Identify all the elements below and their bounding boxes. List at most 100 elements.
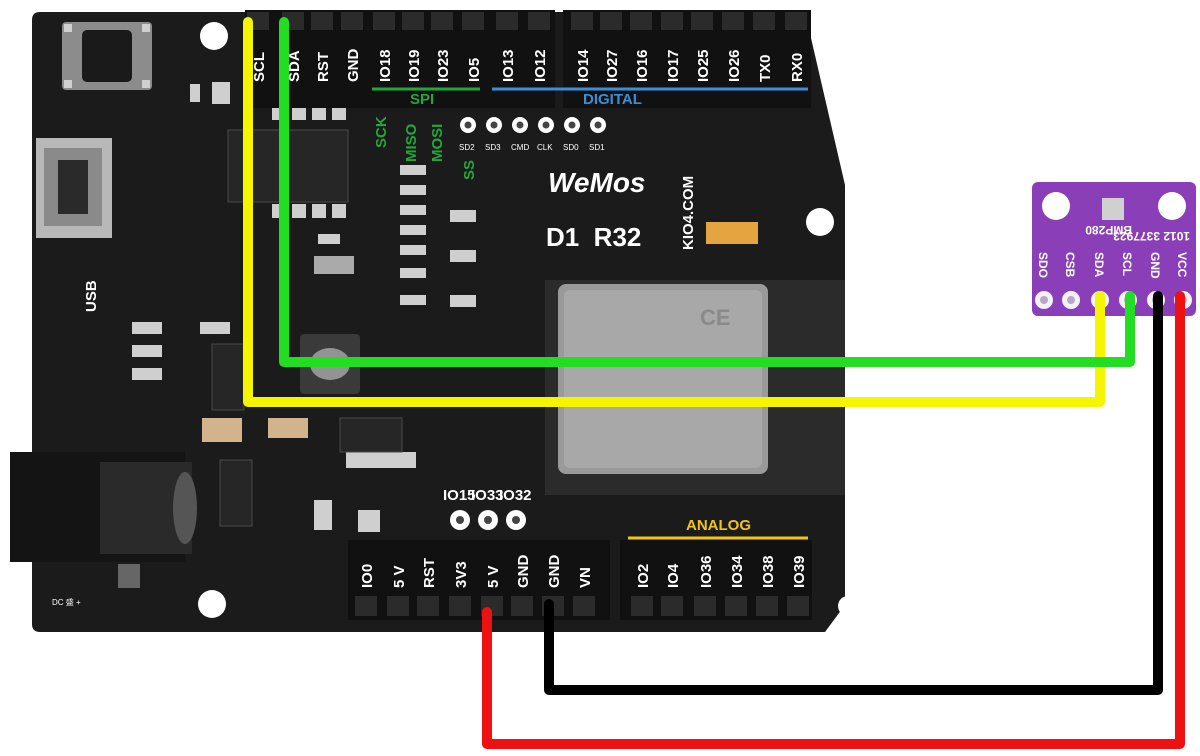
flash-pin-label: SD0 [563, 143, 579, 152]
usb-connector [36, 138, 112, 238]
bottom-pin-label: IO2 [635, 564, 652, 588]
smd-components [132, 82, 758, 532]
bottom-pin-label: GND [515, 555, 532, 589]
header-socket [373, 12, 395, 30]
website-label: KIO4.COM [680, 176, 697, 250]
header-socket [785, 12, 807, 30]
ss-label: SS [461, 160, 478, 180]
top-pin-label: IO16 [634, 49, 651, 82]
wire-black-gnd [544, 291, 1163, 695]
bottom-pin-label: GND [546, 555, 563, 589]
header-socket [630, 12, 652, 30]
mount-hole [838, 596, 858, 616]
digital-label: DIGITAL [583, 91, 642, 108]
extra-pin-hole [512, 516, 520, 524]
svg-text:CE: CE [700, 305, 731, 330]
top-pin-label: IO25 [695, 49, 712, 82]
top-pin-label: IO18 [377, 49, 394, 82]
header-socket [600, 12, 622, 30]
mount-hole [200, 22, 228, 50]
flash-pins: SD2 SD3 CMD CLK SD0 SD1 [459, 117, 606, 152]
header-socket [417, 596, 439, 616]
bmp280-pcb [1032, 182, 1196, 316]
header-socket [661, 12, 683, 30]
header-socket [341, 12, 363, 30]
extra-pin-label: IO32 [499, 487, 532, 504]
wire-green-sda-scl [279, 17, 1135, 367]
bottom-pin-label: RST [421, 558, 438, 588]
header-socket [631, 596, 653, 616]
header-socket [756, 596, 778, 616]
header-socket [511, 596, 533, 616]
extra-pin-label: IO33 [471, 487, 504, 504]
top-pin-label: RX0 [789, 53, 806, 82]
flash-pad-hole [568, 121, 576, 129]
header-socket [402, 12, 424, 30]
bottom-pin-label: VN [577, 567, 594, 588]
wires [243, 17, 1185, 749]
top-pin-label: IO14 [575, 49, 592, 82]
bottom-pin-label: IO39 [791, 555, 808, 588]
bottom-pin-label: IO0 [359, 564, 376, 588]
flash-pin-label: CLK [537, 143, 553, 152]
header-socket [571, 12, 593, 30]
bmp280-chip [1102, 198, 1124, 220]
bottom-pin-label: 3V3 [453, 561, 470, 588]
bmp280-name: BMP280 [1085, 223, 1132, 237]
wemos-logo: WeMos [548, 167, 646, 198]
header-socket [355, 596, 377, 616]
top-pin-label: SDA [286, 50, 303, 82]
bottom-pin-label: IO38 [760, 555, 777, 588]
header-socket [496, 12, 518, 30]
flash-pin-label: SD1 [589, 143, 605, 152]
bottom-pin-label: IO34 [729, 555, 746, 588]
board-model: D1 R32 [546, 222, 641, 252]
header-socket [528, 12, 550, 30]
sensor-pin-label: VCC [1175, 252, 1189, 278]
flash-pin-label: SD3 [485, 143, 501, 152]
top-pin-label: IO23 [435, 49, 452, 82]
analog-label: ANALOG [686, 517, 751, 534]
header-socket [462, 12, 484, 30]
flash-pin-label: CMD [511, 143, 529, 152]
header-socket [691, 12, 713, 30]
header-socket [694, 596, 716, 616]
top-pin-label: SCL [251, 52, 268, 82]
extra-pin-hole [484, 516, 492, 524]
mount-hole [198, 590, 226, 618]
bmp280-code: 1012 3377923 [1113, 229, 1190, 243]
flash-pad-hole [542, 121, 550, 129]
bottom-pin-label: 5 V [485, 565, 502, 588]
header-socket [725, 596, 747, 616]
top-pin-label: IO5 [466, 58, 483, 82]
header-socket [431, 12, 453, 30]
sensor-pin-label: SDA [1092, 252, 1106, 278]
reset-button [62, 22, 152, 90]
top-pin-label: TX0 [757, 54, 774, 82]
sensor-pin-hole [1040, 296, 1048, 304]
flash-pad-hole [490, 121, 498, 129]
sensor-pin-label: GND [1148, 252, 1162, 279]
flash-pin-label: SD2 [459, 143, 475, 152]
top-pin-label: RST [315, 52, 332, 82]
usb-label: USB [83, 280, 100, 312]
top-pin-label: IO12 [532, 49, 549, 82]
top-pin-label: IO17 [665, 49, 682, 82]
header-socket [661, 596, 683, 616]
esp32-module: CE [545, 280, 845, 495]
top-pin-label: IO26 [726, 49, 743, 82]
header-socket [787, 596, 809, 616]
bottom-pin-label: IO36 [698, 555, 715, 588]
bottom-pin-label: IO4 [665, 563, 682, 588]
wire-red-5v [482, 291, 1185, 749]
flash-pad-hole [464, 121, 472, 129]
dc-label: DC 盛 + [52, 597, 81, 607]
top-pin-label: IO27 [604, 49, 621, 82]
wire-yellow-scl-sda [243, 17, 1105, 407]
header-socket [311, 12, 333, 30]
extra-pin-hole [456, 516, 464, 524]
